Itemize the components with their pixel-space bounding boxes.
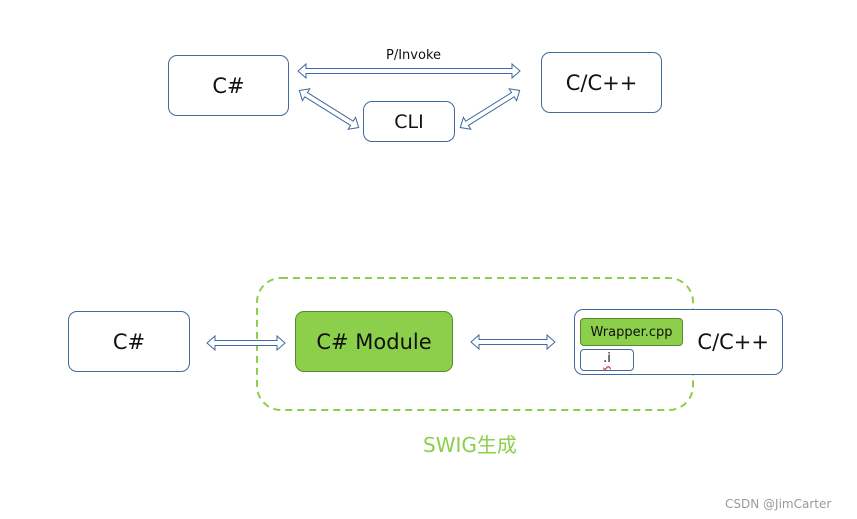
csharp-box-bottom: C#	[68, 311, 190, 372]
cpp-box-top-label: C/C++	[565, 70, 638, 95]
csharp-box-top-label: C#	[212, 73, 245, 98]
csharp-box-bottom-label: C#	[112, 329, 146, 354]
watermark: CSDN @JimCarter	[725, 497, 832, 511]
cpp-box-top: C/C++	[541, 52, 662, 113]
csharp-module-arrow	[206, 334, 286, 352]
csharp-box-top: C#	[168, 55, 289, 116]
csharp-module-box: C# Module	[295, 311, 453, 372]
pinvoke-label: P/Invoke	[386, 48, 442, 63]
cli-box-label: CLI	[394, 110, 424, 133]
interface-file-box: .i	[580, 349, 634, 371]
csharp-cli-arrow	[298, 88, 360, 130]
swig-generated-label: SWIG生成	[423, 433, 517, 457]
wrapper-cpp-label: Wrapper.cpp	[590, 324, 673, 340]
cpp-box-bottom-label: C/C++	[697, 330, 769, 354]
csharp-module-label: C# Module	[316, 329, 432, 354]
module-cpp-arrow	[470, 333, 556, 351]
cli-cpp-arrow	[459, 88, 521, 130]
interface-file-label: .i	[603, 351, 611, 366]
cli-box: CLI	[363, 101, 455, 142]
wrapper-cpp-box: Wrapper.cpp	[580, 318, 683, 346]
pinvoke-arrow	[297, 62, 521, 80]
